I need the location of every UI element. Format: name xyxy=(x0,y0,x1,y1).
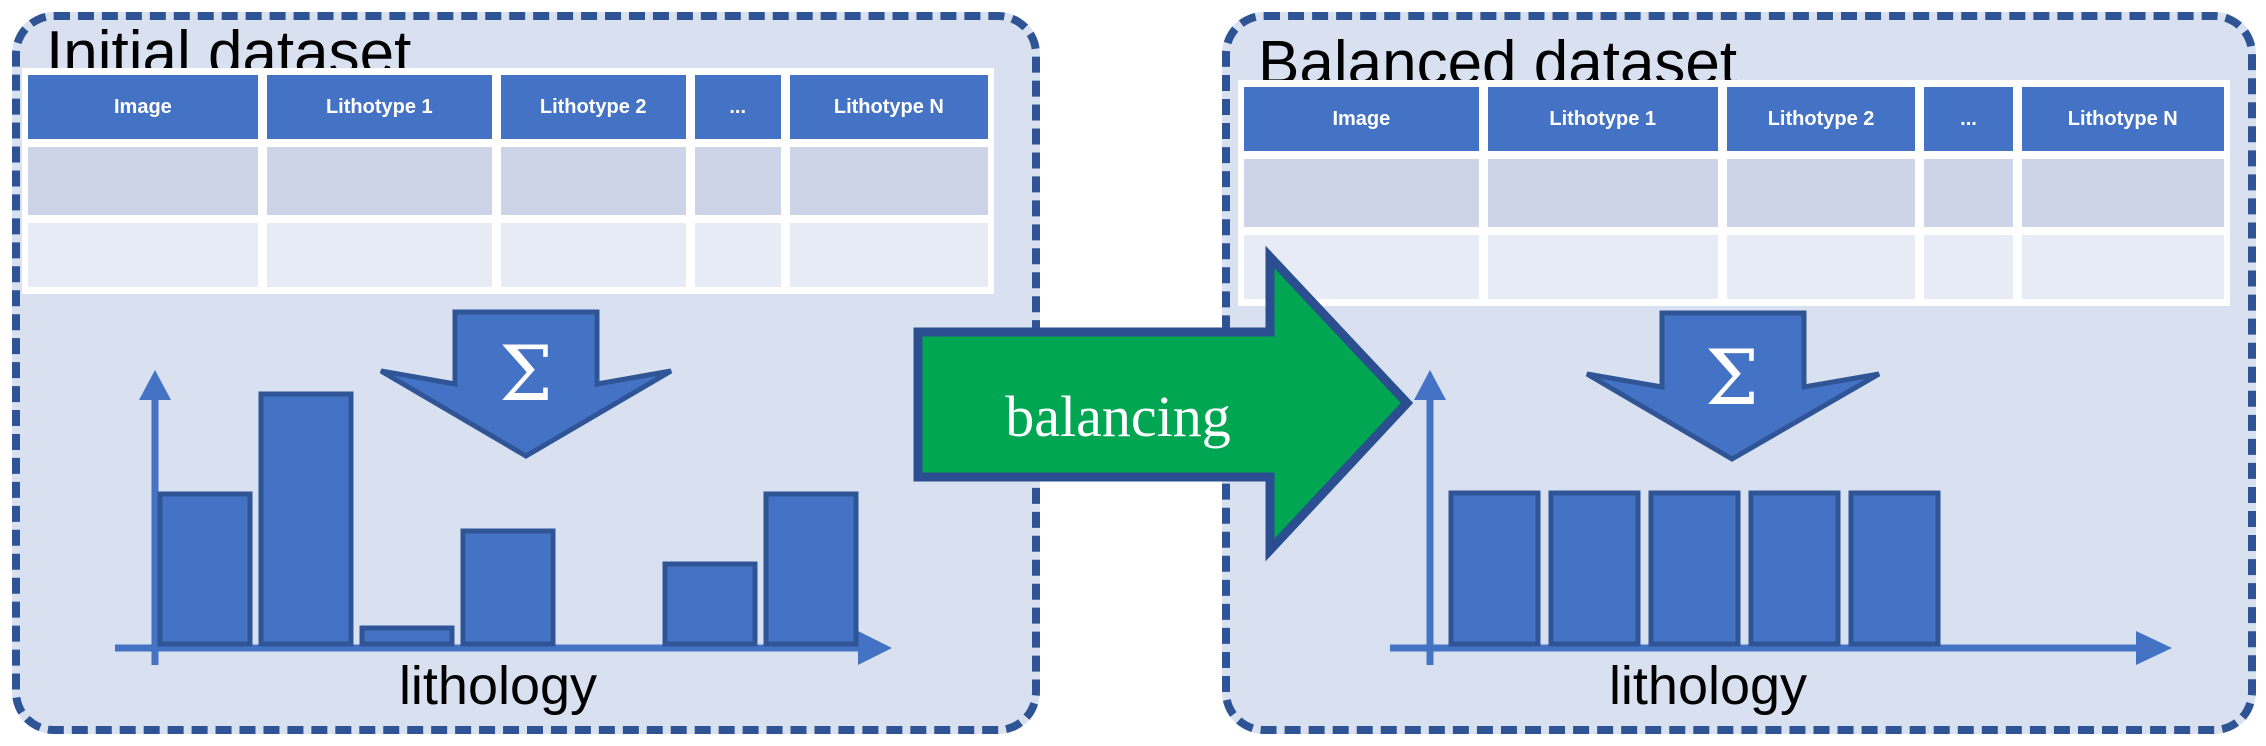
table-cell xyxy=(694,223,781,287)
x-axis-label: lithology xyxy=(399,656,597,716)
column-header-lithotype2: Lithotype 2 xyxy=(500,75,686,139)
table-cell xyxy=(500,223,686,287)
table-cell xyxy=(2021,159,2224,227)
bar xyxy=(1648,490,1741,647)
table-cell xyxy=(1726,235,1916,299)
column-header-ellipsis: ... xyxy=(1924,87,2013,151)
table-cell xyxy=(789,147,988,215)
bar xyxy=(1448,490,1541,647)
x-axis-arrowhead-icon xyxy=(858,631,892,665)
bar-group xyxy=(1448,490,1941,647)
y-axis-arrowhead-icon xyxy=(139,370,171,400)
bar xyxy=(359,625,455,647)
panel-initial-dataset: Initial dataset Image Lithotype 1 Lithot… xyxy=(12,12,1040,734)
table-cell xyxy=(28,223,258,287)
table-cell xyxy=(266,147,492,215)
balanced-dataset-table: Image Lithotype 1 Lithotype 2 ... Lithot… xyxy=(1238,80,2230,306)
bar xyxy=(662,561,758,647)
right-arrow-icon xyxy=(913,245,1414,562)
sigma-symbol: Σ xyxy=(499,329,553,418)
table-cell xyxy=(1487,159,1718,227)
bar xyxy=(258,391,354,647)
column-header-image: Image xyxy=(28,75,258,139)
bar xyxy=(1548,490,1641,647)
table-cell xyxy=(500,147,686,215)
x-axis-arrowhead-icon xyxy=(2136,631,2172,665)
bar xyxy=(1748,490,1841,647)
table-cell xyxy=(266,223,492,287)
column-header-lithotypeN: Lithotype N xyxy=(789,75,988,139)
column-header-image: Image xyxy=(1244,87,1479,151)
column-header-lithotypeN: Lithotype N xyxy=(2021,87,2224,151)
table-cell xyxy=(2021,235,2224,299)
bar xyxy=(157,491,253,647)
axes xyxy=(115,370,892,665)
balancing-arrow: balancing xyxy=(913,245,1414,562)
sigma-down-arrow-icon: Σ xyxy=(1585,310,1881,462)
balancing-arrow-label: balancing xyxy=(1005,384,1230,449)
table-cell xyxy=(1487,235,1718,299)
table-cell xyxy=(1924,159,2013,227)
table-cell xyxy=(789,223,988,287)
x-axis-label: lithology xyxy=(1609,656,1807,716)
table-cell xyxy=(1726,159,1916,227)
initial-dataset-table: Image Lithotype 1 Lithotype 2 ... Lithot… xyxy=(22,68,994,294)
sigma-down-arrow-icon: Σ xyxy=(379,309,673,459)
column-header-lithotype1: Lithotype 1 xyxy=(1487,87,1718,151)
column-header-ellipsis: ... xyxy=(694,75,781,139)
table-cell xyxy=(694,147,781,215)
bar-group xyxy=(157,391,859,647)
bar xyxy=(460,528,556,647)
column-header-lithotype2: Lithotype 2 xyxy=(1726,87,1916,151)
table-cell xyxy=(1244,159,1479,227)
bar xyxy=(1848,490,1941,647)
bar xyxy=(763,491,859,647)
sigma-symbol: Σ xyxy=(1705,333,1759,422)
axes xyxy=(1390,370,2172,665)
table-cell xyxy=(1924,235,2013,299)
table-cell xyxy=(28,147,258,215)
column-header-lithotype1: Lithotype 1 xyxy=(266,75,492,139)
